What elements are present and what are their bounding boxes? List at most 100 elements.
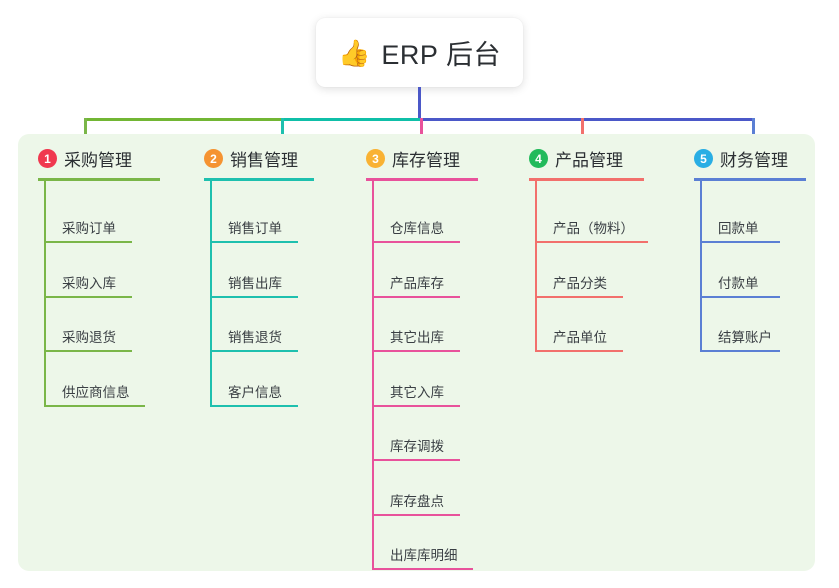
branch-title-2: 销售管理 <box>230 151 298 170</box>
branch-item[interactable]: 仓库信息 <box>372 180 460 243</box>
branch-header-1[interactable]: 1 采购管理 <box>38 146 132 171</box>
branch-item-label: 采购退货 <box>62 330 116 345</box>
branch-item[interactable]: 库存盘点 <box>372 180 460 516</box>
branch-item-rule <box>700 350 780 352</box>
branch-item-rule <box>210 295 298 298</box>
branch-title-1: 采购管理 <box>64 151 132 170</box>
branch-item-rule <box>210 350 298 352</box>
branch-item[interactable]: 库存调拨 <box>372 180 460 461</box>
branch-item[interactable]: 销售订单 <box>210 180 298 243</box>
branch-header-rule-2 <box>204 178 314 181</box>
branch-spine-5 <box>700 180 702 352</box>
branch-header-4[interactable]: 4 产品管理 <box>529 146 623 171</box>
branch-title-3: 库存管理 <box>392 151 460 170</box>
branch-badge-2: 2 <box>204 149 223 168</box>
branch-header-rule-4 <box>529 178 644 181</box>
branch-item-label: 产品（物料） <box>553 221 634 236</box>
thumbs-up-icon: 👍 <box>338 37 371 68</box>
branches-panel <box>18 134 815 571</box>
branch-item-rule <box>210 241 298 243</box>
root-trunk-connector <box>418 87 421 120</box>
branch-item-label: 产品单位 <box>553 330 607 345</box>
branch-item-rule <box>44 404 145 407</box>
branch-spine-3 <box>372 180 374 570</box>
branch-item-rule <box>372 404 460 407</box>
branch-item-rule <box>210 404 298 407</box>
branch-drop-3 <box>420 118 423 146</box>
branch-item[interactable]: 付款单 <box>700 180 780 298</box>
branch-item-rule <box>372 459 460 461</box>
branch-item[interactable]: 产品分类 <box>535 180 623 298</box>
branch-item-label: 出库库明细 <box>390 548 458 563</box>
branch-item-rule <box>44 295 132 298</box>
bus-segment-green <box>84 118 281 121</box>
branch-item-label: 结算账户 <box>718 330 772 345</box>
branch-item-rule <box>700 241 780 243</box>
branch-item-rule <box>372 295 460 298</box>
branch-header-2[interactable]: 2 销售管理 <box>204 146 298 171</box>
root-node-title: ERP 后台 <box>381 40 501 70</box>
branch-item[interactable]: 采购订单 <box>44 180 132 243</box>
branch-item[interactable]: 供应商信息 <box>44 180 145 407</box>
branch-item[interactable]: 客户信息 <box>210 180 298 407</box>
branch-item[interactable]: 回款单 <box>700 180 780 243</box>
branch-item[interactable]: 结算账户 <box>700 180 780 352</box>
branch-item[interactable]: 其它出库 <box>372 180 460 352</box>
branch-item-label: 销售订单 <box>228 221 282 236</box>
branch-item-label: 其它出库 <box>390 330 444 345</box>
branch-badge-4: 4 <box>529 149 548 168</box>
branch-item-rule <box>372 241 460 243</box>
branch-spine-2 <box>210 180 212 407</box>
branch-title-4: 产品管理 <box>555 151 623 170</box>
branch-item-label: 销售退货 <box>228 330 282 345</box>
branch-item-label: 其它入库 <box>390 384 444 400</box>
branch-drop-2 <box>281 118 284 146</box>
branch-badge-3: 3 <box>366 149 385 168</box>
branch-item-label: 产品分类 <box>553 275 607 291</box>
branch-header-rule-1 <box>38 178 160 181</box>
branch-drop-4 <box>581 118 584 146</box>
branch-item-label: 供应商信息 <box>62 384 130 400</box>
branch-drop-5 <box>752 118 755 146</box>
branch-header-rule-5 <box>694 178 806 181</box>
branch-item-label: 产品库存 <box>390 275 444 291</box>
branch-badge-5: 5 <box>694 149 713 168</box>
branch-spine-1 <box>44 180 46 407</box>
branch-item[interactable]: 采购退货 <box>44 180 132 352</box>
branch-item-label: 库存调拨 <box>390 439 444 454</box>
branch-item-rule <box>700 295 780 298</box>
branch-spine-4 <box>535 180 537 352</box>
branch-item-label: 付款单 <box>718 275 759 291</box>
branch-header-5[interactable]: 5 财务管理 <box>694 146 788 171</box>
branch-header-rule-3 <box>366 178 478 181</box>
bus-segment-blue <box>420 118 752 121</box>
branch-item-rule <box>372 513 460 516</box>
branch-item-label: 仓库信息 <box>390 221 444 236</box>
branch-item-label: 回款单 <box>718 221 759 236</box>
branch-item[interactable]: 产品（物料） <box>535 180 648 243</box>
branch-item[interactable]: 出库库明细 <box>372 180 473 570</box>
branch-drop-1 <box>84 118 87 146</box>
branch-item-label: 采购入库 <box>62 275 116 291</box>
branch-item-rule <box>372 568 473 570</box>
branch-item[interactable]: 其它入库 <box>372 180 460 407</box>
branch-item[interactable]: 销售退货 <box>210 180 298 352</box>
branch-item[interactable]: 采购入库 <box>44 180 132 298</box>
branch-header-3[interactable]: 3 库存管理 <box>366 146 460 171</box>
branch-item-rule <box>44 241 132 243</box>
branch-item[interactable]: 产品库存 <box>372 180 460 298</box>
branch-item-rule <box>535 295 623 298</box>
branch-item-label: 库存盘点 <box>390 493 444 509</box>
branch-badge-1: 1 <box>38 149 57 168</box>
branch-item-rule <box>44 350 132 352</box>
branch-item-label: 采购订单 <box>62 221 116 236</box>
branch-item-label: 销售出库 <box>228 275 282 291</box>
branch-item-rule <box>372 350 460 352</box>
branch-item[interactable]: 产品单位 <box>535 180 623 352</box>
branch-title-5: 财务管理 <box>720 151 788 170</box>
root-node-card[interactable]: 👍 ERP 后台 <box>316 18 523 87</box>
branch-item-rule <box>535 241 648 243</box>
branch-item[interactable]: 销售出库 <box>210 180 298 298</box>
branch-item-rule <box>535 350 623 352</box>
branch-item-label: 客户信息 <box>228 384 282 400</box>
